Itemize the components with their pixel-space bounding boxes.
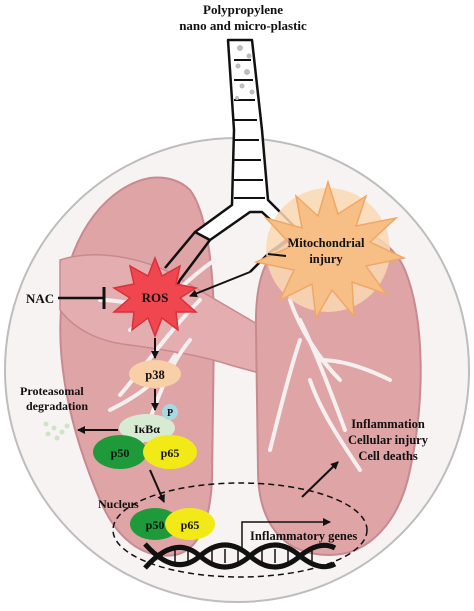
- degradation-fragments: [43, 421, 70, 441]
- arrow-to-nucleus: [149, 469, 165, 503]
- nucleus: [112, 482, 368, 578]
- mito-label-2: injury: [309, 252, 343, 266]
- arrow-to-ros: [189, 271, 251, 298]
- right-lung: [254, 224, 422, 557]
- ros-label: ROS: [142, 290, 169, 305]
- outcome-inflammation: Inflammation: [351, 417, 425, 431]
- p38-node: p38: [129, 360, 181, 388]
- p38-label: p38: [145, 368, 164, 382]
- ikba-complex: P IκBα p50 p65: [93, 404, 197, 469]
- outcome-cellular-injury: Cellular injury: [348, 433, 429, 447]
- outcome-cell-deaths: Cell deaths: [358, 449, 418, 463]
- genes-label: Inflammatory genes: [250, 529, 357, 543]
- arrow-to-mito: [267, 253, 287, 257]
- nucleus-label: Nucleus: [98, 497, 139, 511]
- transcription-arrow: [241, 518, 331, 550]
- nuc-p50-label: p50: [146, 518, 165, 532]
- p50-label: p50: [111, 446, 130, 460]
- nac-label: NAC: [26, 291, 54, 306]
- title-line1: Polypropylene: [203, 2, 283, 17]
- prot-label-2: degradation: [26, 399, 88, 413]
- dna-helix: [143, 542, 337, 570]
- mito-label-1: Mitochondrial: [287, 236, 365, 250]
- mitochondrial-injury: Mitochondrial injury: [253, 179, 407, 321]
- p-badge-label: P: [167, 408, 173, 419]
- prot-label-1: Proteasomal: [20, 384, 84, 398]
- nuc-p65-label: p65: [181, 518, 200, 532]
- nuclear-nfkb: p50 p65: [130, 508, 215, 540]
- plastic-particles: [235, 45, 255, 100]
- p65-label: p65: [161, 446, 180, 460]
- title-line2: nano and micro-plastic: [179, 18, 307, 33]
- arrow-to-outcomes: [301, 461, 339, 498]
- ikba-label: IκBα: [134, 422, 160, 436]
- ros-node: ROS: [112, 255, 198, 339]
